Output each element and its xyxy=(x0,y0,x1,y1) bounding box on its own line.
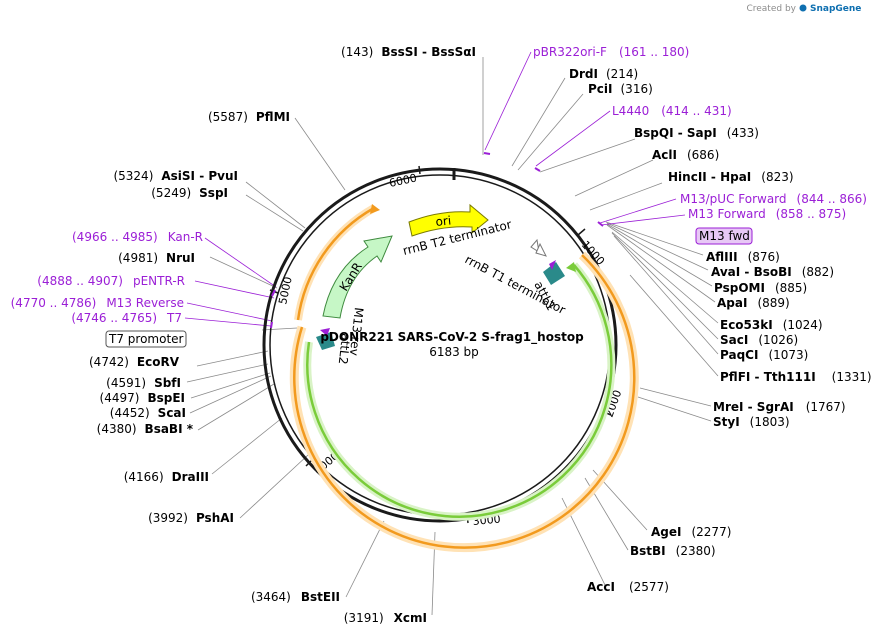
t7-promoter-box xyxy=(105,330,187,348)
plasmid-name: pDONR221 SARS-CoV-2 S-frag1_hostop xyxy=(320,330,584,345)
attl2-feature-arrow xyxy=(316,332,335,350)
primer-t7: (4746 .. 4765)T7 xyxy=(71,311,182,325)
site-acli: AclI(686) xyxy=(652,148,719,162)
site-bspei: (4497)BspEI xyxy=(100,391,185,405)
site-scai: (4452)ScaI xyxy=(110,406,186,420)
site-pcii: PciI(316) xyxy=(588,82,653,96)
leader-lines xyxy=(186,57,719,616)
t7-promoter-label: T7 promoter xyxy=(108,332,184,346)
site-asisi-pvui: (5324)AsiSI - PvuI xyxy=(113,169,238,183)
site-styi: StyI(1803) xyxy=(713,415,790,429)
site-sbfi: (4591)SbfI xyxy=(106,376,181,390)
primer-l4440: L4440(414 .. 431) xyxy=(612,104,732,118)
primer-pbr322ori-f: pBR322ori-F(161 .. 180) xyxy=(533,45,689,59)
primer-m13-puc-forward: M13/pUC Forward(844 .. 866) xyxy=(680,192,867,206)
watermark-brand: SnapGene xyxy=(810,4,861,14)
primer-m13-forward: M13 Forward(858 .. 875) xyxy=(688,207,846,221)
site-xcmi: (3191)XcmI xyxy=(344,611,427,625)
primer-site-marks xyxy=(270,152,604,329)
site-eco53ki: Eco53kI(1024) xyxy=(720,318,823,332)
site-bspqi-sapi: BspQI - SapI(433) xyxy=(634,126,759,140)
tick-label-5000: 5000 xyxy=(276,276,295,306)
site-pshai: (3992)PshAI xyxy=(148,511,234,525)
site-bsabi: (4380)BsaBI * xyxy=(97,422,194,436)
watermark-prefix: Created by xyxy=(746,4,796,14)
orf-inner-arrowhead xyxy=(566,262,576,272)
site-acci: AccI(2577) xyxy=(587,580,669,594)
tick-label-6000: 6000 xyxy=(388,171,418,190)
site-pflmi: (5587)PflMI xyxy=(208,110,290,124)
site-ecorv: (4742)EcoRV xyxy=(89,355,180,369)
kan-region-arc xyxy=(296,206,375,321)
site-apai: ApaI(889) xyxy=(717,296,790,310)
m13-fwd-label: M13 fwd xyxy=(699,229,750,243)
ori-feature-arrow xyxy=(408,203,489,237)
attl1-primer-mark xyxy=(549,260,556,270)
site-paqci: PaqCI(1073) xyxy=(720,348,808,362)
orf-outer-arc xyxy=(293,254,636,549)
ori-label: ori xyxy=(435,213,452,229)
sites-left: (143)BssSI - BssSαI (5587)PflMI (5324)As… xyxy=(89,45,476,625)
site-pflfi-tth111i: PflFI - Tth111I(1331) xyxy=(720,370,872,384)
orf-inner-arc xyxy=(306,264,613,518)
attl2-label: attL2 xyxy=(336,333,353,365)
site-bsteii: (3464)BstEII xyxy=(251,590,340,604)
primer-leader-lines xyxy=(184,51,686,327)
rrnb-t2-terminator-icon xyxy=(530,238,540,254)
primer-labels: pBR322ori-F(161 .. 180) L4440(414 .. 431… xyxy=(11,45,867,325)
site-pspomi: PspOMI(885) xyxy=(714,281,807,295)
site-bsssi-bsssai: (143)BssSI - BssSαI xyxy=(341,45,476,59)
primer-pentr-r: (4888 .. 4907)pENTR-R xyxy=(37,274,185,288)
site-nrui: (4981)NruI xyxy=(118,251,195,265)
site-agei: AgeI(2277) xyxy=(651,525,731,539)
m13-fwd-box xyxy=(695,227,753,245)
site-drdi: DrdI(214) xyxy=(569,67,638,81)
site-bstbi: BstBI(2380) xyxy=(630,544,716,558)
site-hincii-hpai: HincII - HpaI(823) xyxy=(668,170,794,184)
site-mrei-sgrai: MreI - SgrAI(1767) xyxy=(713,400,846,414)
plasmid-length: 6183 bp xyxy=(429,345,479,359)
kan-region-arrowhead xyxy=(370,204,380,214)
m13-rev-label: M13 rev xyxy=(347,307,366,357)
site-draiii: (4166)DraIII xyxy=(124,470,209,484)
site-sspi: (5249)SspI xyxy=(151,186,228,200)
attl2-primer-mark xyxy=(320,328,330,336)
attl1-feature-arrow xyxy=(543,262,565,285)
primer-m13-reverse: (4770 .. 4786)M13 Reverse xyxy=(11,296,184,310)
site-avai-bsobi: AvaI - BsoBI(882) xyxy=(711,265,834,279)
snapgene-logo-icon xyxy=(799,4,807,12)
primer-kan-r: (4966 .. 4985)Kan-R xyxy=(72,230,203,244)
site-afliii: AflIII(876) xyxy=(706,250,780,264)
sites-right: DrdI(214) PciI(316) BspQI - SapI(433) Ac… xyxy=(569,67,872,594)
backbone-outer-circle xyxy=(262,167,618,523)
site-saci: SacI(1026) xyxy=(720,333,798,347)
rrnb-t1-terminator-icon xyxy=(535,242,547,257)
kanr-feature-arrow xyxy=(322,235,393,319)
